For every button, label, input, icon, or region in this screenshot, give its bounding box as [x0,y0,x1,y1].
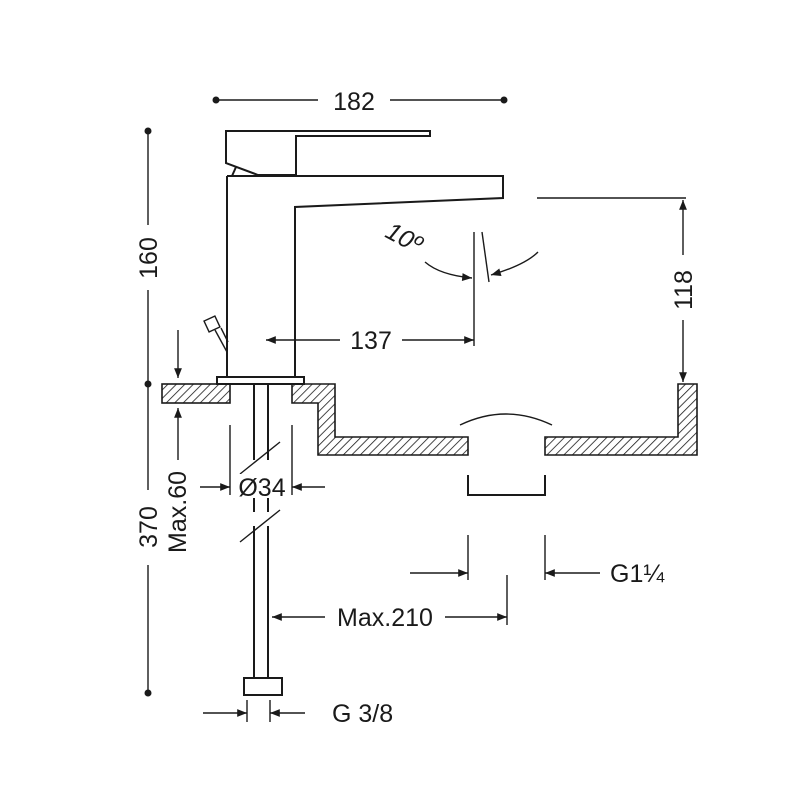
dimension-label: G1¼ [610,560,665,588]
dimension-hose-thread: G 3/8 [203,700,393,728]
dimension-label: 160 [135,237,163,279]
dimension-hole-diameter: Ø34 [200,425,325,502]
dimension-vertical-left: 160 370 Max.60 [135,127,192,697]
lift-rod [203,315,229,353]
dimension-label: G 3/8 [332,700,393,728]
dimension-label: Max.210 [337,604,433,632]
counter-section [161,383,698,496]
dimension-label: Max.60 [164,471,192,553]
dimension-label: 137 [350,327,392,355]
dimension-label: Ø34 [238,474,285,502]
dimension-drain-thread: G1¼ [410,535,665,588]
dimension-182: 182 [212,88,508,116]
dimension-label: 182 [333,88,375,116]
dimension-angle: 10º [381,217,539,281]
supply-hoses [239,385,283,696]
dimension-label: 118 [670,270,698,310]
dimension-label: 10º [381,217,428,260]
dimension-label: 370 [135,506,163,548]
dimension-137: 137 [266,231,490,355]
dimension-max-210: Max.210 [272,575,508,632]
faucet-outline [203,130,504,385]
dimension-118: 118 [537,197,698,382]
